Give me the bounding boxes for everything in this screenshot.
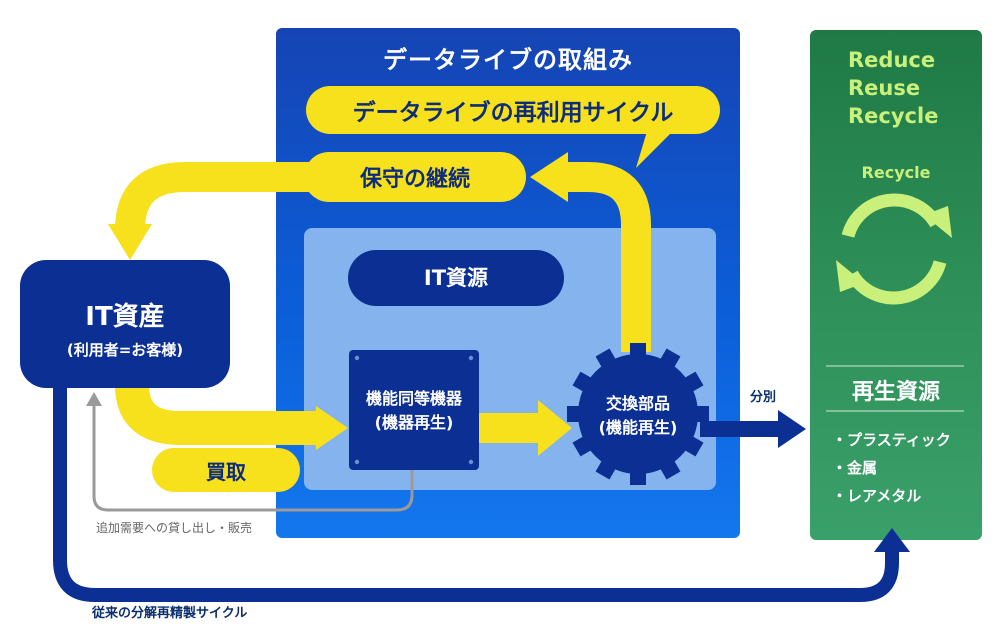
- device-box-shape: [349, 350, 479, 470]
- rrr-reuse: Reuse: [848, 76, 921, 100]
- resource-item-rare-metal: ・レアメタル: [832, 487, 922, 505]
- buy-label: 買取: [152, 448, 300, 492]
- device-to-parts-arrowhead: [538, 400, 572, 456]
- maintenance-to-asset-arrow: [115, 162, 310, 231]
- panel-title: データライブの取組み: [383, 46, 633, 74]
- rrr-recycle: Recycle: [848, 104, 939, 128]
- recycle-arrowhead-top: [924, 206, 952, 238]
- traditional-cycle-label: 従来の分解再精製サイクル: [92, 606, 248, 621]
- resource-item-plastic: ・プラスティック: [832, 431, 951, 449]
- recycle-panel: [810, 30, 982, 540]
- asset-to-device-arrowhead: [316, 406, 348, 450]
- callout-tail: [636, 128, 676, 168]
- sort-label: 分別: [750, 390, 777, 405]
- rental-loop-line: [92, 402, 414, 512]
- parts-gear: [567, 343, 709, 485]
- resource-list: ・プラスティック ・金属 ・レアメタル: [832, 426, 951, 510]
- asset-to-device-arrow: [115, 384, 318, 445]
- sort-arrowhead: [778, 410, 806, 448]
- parts-to-maintenance-arrow: [566, 162, 651, 352]
- rental-loop-arrowhead: [86, 392, 102, 406]
- rental-note: 追加需要への貸し出し・販売: [96, 521, 253, 535]
- sort-arrow-bar: [700, 421, 780, 437]
- equivalent-device-text: 機能同等機器 (機器再生): [349, 387, 479, 435]
- traditional-cycle-arrow: [53, 385, 899, 602]
- it-asset-subtitle: (利用者=お客様): [66, 341, 184, 359]
- resource-title: 再生資源: [851, 380, 940, 405]
- traditional-cycle-arrowhead: [874, 528, 910, 552]
- equivalent-device-line1: 機能同等機器: [365, 389, 462, 408]
- resource-item-metal: ・金属: [832, 459, 878, 477]
- recycle-icon: [841, 193, 947, 305]
- parts-to-maintenance-arrowhead: [530, 152, 568, 202]
- cycle-callout: データライブの再利用サイクル: [306, 86, 720, 134]
- it-asset-title: IT資産: [85, 302, 165, 332]
- equivalent-device-line2: (機器再生): [374, 413, 454, 432]
- rrr-reduce: Reduce: [848, 48, 936, 72]
- maintenance-label: 保守の継続: [304, 152, 526, 202]
- it-resource-label: IT資源: [348, 250, 564, 306]
- maintenance-to-asset-arrowhead: [108, 224, 152, 260]
- parts-line1: 交換部品: [605, 394, 670, 413]
- parts-text: 交換部品 (機能再生): [578, 392, 698, 440]
- device-to-parts-bar: [478, 413, 540, 443]
- it-asset-box: IT資産 (利用者=お客様): [20, 260, 230, 388]
- rrr-list: Reduce Reuse Recycle: [848, 46, 938, 130]
- recycle-arrowhead-bottom: [836, 260, 864, 292]
- recycle-label: Recycle: [861, 163, 931, 182]
- parts-line2: (機能再生): [598, 418, 678, 437]
